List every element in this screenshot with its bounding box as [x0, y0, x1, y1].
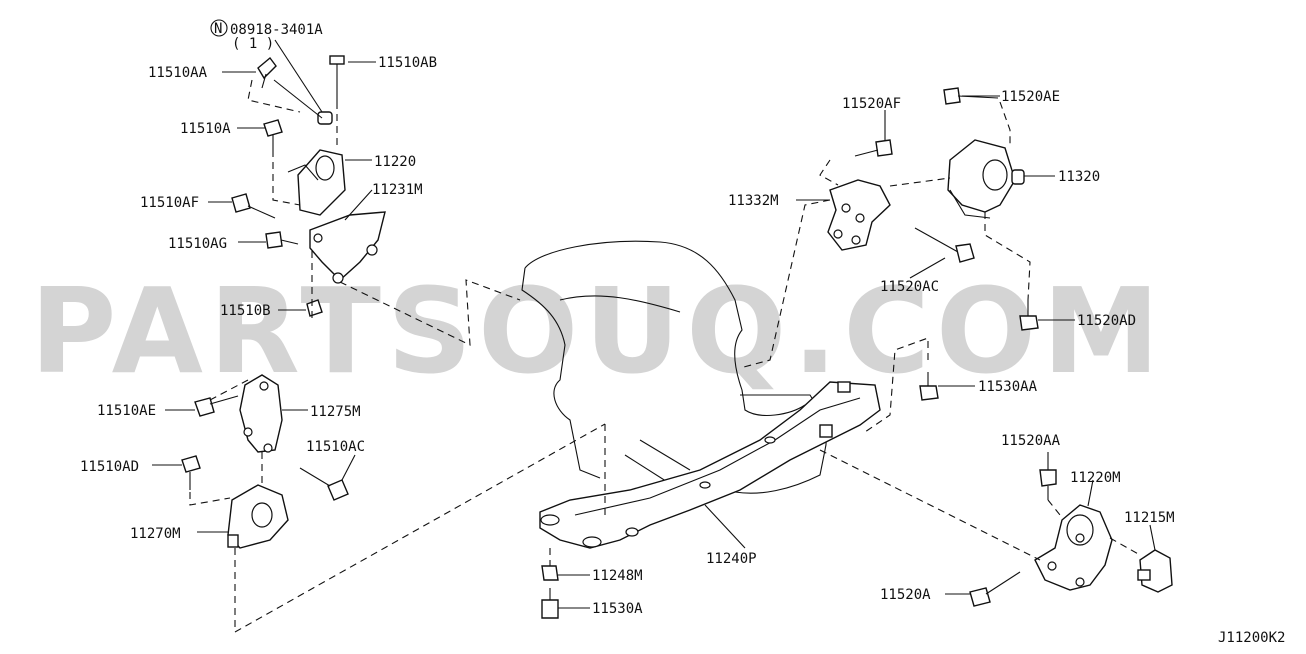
mount-11320 — [947, 139, 1025, 219]
label-11530A: 11530A — [592, 601, 643, 617]
label-11332M: 11332M — [728, 193, 779, 209]
bolt-11520AC — [914, 227, 975, 263]
label-11240P: 11240P — [706, 551, 757, 567]
label-11231M: 11231M — [372, 182, 423, 198]
bolt-11510AA — [257, 56, 277, 89]
label-11510AD: 11510AD — [80, 459, 139, 475]
bolt-11530AA — [919, 372, 939, 401]
svg-text:N: N — [214, 21, 222, 37]
label-11248M: 11248M — [592, 568, 643, 584]
label-11510AB: 11510AB — [378, 55, 437, 71]
bolt-11520A — [969, 571, 1021, 607]
label-11520AE: 11520AE — [1001, 89, 1060, 105]
bracket-11332M — [827, 179, 891, 251]
bolt-11520AD — [1019, 300, 1039, 331]
bracket-11231M — [309, 211, 386, 284]
label-11510AA: 11510AA — [148, 65, 208, 81]
bolt-11510A — [263, 119, 283, 150]
bolt-11510AE — [194, 395, 239, 417]
bolt-11510AG — [265, 231, 299, 249]
bracket-11275M — [239, 374, 283, 453]
label-11510B: 11510B — [220, 303, 271, 319]
mount-11220M — [1034, 504, 1113, 591]
nut-11510B — [306, 299, 323, 317]
bolt-11510AD — [181, 455, 201, 490]
watermark: PARTSOUQ.COM — [30, 262, 1166, 400]
label-11510AE: 11510AE — [97, 403, 156, 419]
label-11270M: 11270M — [130, 526, 181, 542]
label-11520A: 11520A — [880, 587, 931, 603]
diagram-code: J11200K2 — [1218, 630, 1285, 646]
label-11520AA: 11520AA — [1001, 433, 1061, 449]
bracket-11215M — [1137, 549, 1173, 593]
label-11215M: 11215M — [1124, 510, 1175, 526]
label-08918-qty: ( 1 ) — [232, 36, 274, 52]
bolt-11510AC — [299, 467, 349, 501]
label-11520AF: 11520AF — [842, 96, 901, 112]
bolt-11510AF — [231, 193, 276, 219]
label-11510A: 11510A — [180, 121, 231, 137]
label-11510AC: 11510AC — [306, 439, 365, 455]
bolt-11510AB — [329, 55, 345, 102]
front-crossmember — [539, 381, 881, 549]
nut-08918-3401A — [317, 111, 333, 125]
nut-11248M — [541, 565, 559, 581]
label-11320: 11320 — [1058, 169, 1100, 185]
circled-n-icon: N — [210, 19, 228, 37]
label-08918-3401A: 08918-3401A — [230, 22, 323, 38]
label-11220: 11220 — [374, 154, 416, 170]
label-11220M: 11220M — [1070, 470, 1121, 486]
label-11530AA: 11530AA — [978, 379, 1038, 395]
mount-11220 — [287, 149, 346, 216]
label-11510AF: 11510AF — [140, 195, 199, 211]
bolt-11520AF — [854, 139, 893, 157]
mount-11270M — [227, 484, 289, 549]
label-11510AG: 11510AG — [168, 236, 227, 252]
leader-lines — [152, 39, 1156, 609]
bolt-11530A — [541, 588, 559, 619]
label-11520AC: 11520AC — [880, 279, 939, 295]
label-11520AD: 11520AD — [1077, 313, 1136, 329]
bolt-11520AA — [1039, 469, 1057, 500]
label-11275M: 11275M — [310, 404, 361, 420]
